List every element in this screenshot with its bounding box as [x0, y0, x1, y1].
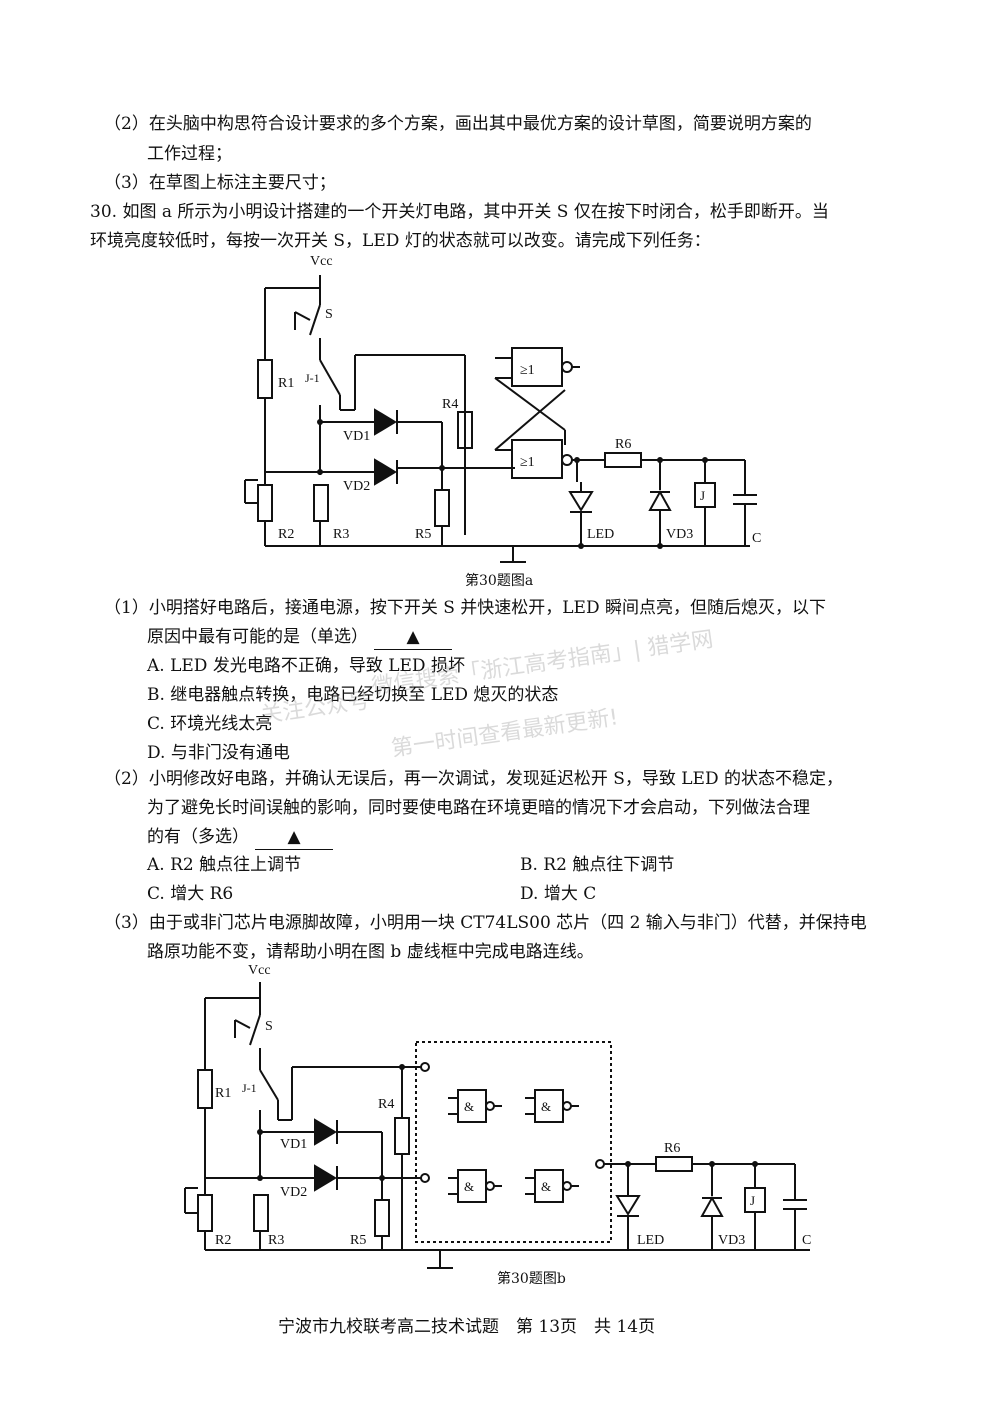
label-led: LED	[587, 527, 614, 542]
nand-gate-1: &	[464, 1099, 474, 1114]
sub2-line2: 为了避免长时间误触的影响，同时要使电路在环境更暗的情况下才会启动，下列做法合理	[147, 798, 810, 818]
nand-gate-4: &	[541, 1179, 551, 1194]
label-r5-b: R5	[350, 1233, 366, 1248]
sub1-option-a: A. LED 发光电路不正确，导致 LED 损坏	[147, 656, 465, 676]
nand-gate-3: &	[464, 1179, 474, 1194]
item2-line1: （2）在头脑中构思符合设计要求的多个方案，画出其中最优方案的设计草图，简要说明方…	[104, 114, 812, 134]
sub3-line2: 路原功能不变，请帮助小明在图 b 虚线框中完成电路连线。	[147, 942, 594, 962]
answer-blank-1: ▲	[374, 625, 452, 650]
label-s-b: S	[265, 1019, 273, 1034]
label-r4-b: R4	[378, 1097, 394, 1112]
label-r5: R5	[415, 527, 431, 542]
circuit-figure-a: Vcc S R1 J-1 R4 VD1 VD2 R2 R3 R5 ≥1 ≥1 R…	[244, 254, 761, 563]
label-vcc: Vcc	[310, 254, 333, 269]
label-r6: R6	[615, 437, 631, 452]
label-j1-b: J-1	[242, 1081, 257, 1095]
label-s: S	[325, 307, 333, 322]
label-c-b: C	[802, 1233, 811, 1248]
sub2-option-a: A. R2 触点往上调节	[147, 855, 302, 875]
label-r1-b: R1	[215, 1086, 231, 1101]
label-r3-b: R3	[268, 1233, 284, 1248]
label-r1: R1	[278, 376, 294, 391]
label-vd3: VD3	[666, 527, 693, 542]
sub1-line1: （1）小明搭好电路后，接通电源，按下开关 S 并快速松开，LED 瞬间点亮，但随…	[104, 598, 827, 618]
sub1-line2: 原因中最有可能的是（单选）▲	[147, 625, 452, 650]
label-vd2: VD2	[343, 479, 370, 494]
label-vd1-b: VD1	[280, 1137, 307, 1152]
label-c: C	[752, 531, 761, 546]
sub1-option-b: B. 继电器触点转换，电路已经切换至 LED 熄灭的状态	[147, 685, 559, 705]
watermark-line-2: 第一时间查看最新更新!	[389, 705, 620, 762]
label-r3: R3	[333, 527, 349, 542]
q30-stem-line1: 30. 如图 a 所示为小明设计搭建的一个开关灯电路，其中开关 S 仅在按下时闭…	[90, 202, 829, 222]
item3-line: （3）在草图上标注主要尺寸；	[104, 173, 336, 193]
sub1-option-c: C. 环境光线太亮	[147, 714, 273, 734]
page-footer: 宁波市九校联考高二技术试题 第 13页 共 14页	[278, 1317, 656, 1337]
label-j: J	[700, 488, 705, 503]
sub2-option-c: C. 增大 R6	[147, 884, 234, 904]
nand-gate-2: &	[541, 1099, 551, 1114]
figure-a-caption: 第30题图a	[465, 573, 534, 589]
nor-gate-2: ≥1	[520, 455, 535, 470]
label-vd2-b: VD2	[280, 1185, 307, 1200]
label-vd3-b: VD3	[718, 1233, 745, 1248]
sub2-line3: 的有（多选）▲	[147, 825, 333, 850]
answer-blank-2: ▲	[255, 825, 333, 850]
sub1-option-d: D. 与非门没有通电	[147, 743, 290, 763]
nor-gate-1: ≥1	[520, 363, 535, 378]
label-r2: R2	[278, 527, 294, 542]
label-vcc-b: Vcc	[248, 963, 271, 978]
item2-line2: 工作过程；	[147, 144, 232, 164]
label-led-b: LED	[637, 1233, 664, 1248]
label-vd1: VD1	[343, 429, 370, 444]
figure-b-caption: 第30题图b	[497, 1271, 566, 1287]
label-r2-b: R2	[215, 1233, 231, 1248]
q30-stem-line2: 环境亮度较低时，每按一次开关 S，LED 灯的状态就可以改变。请完成下列任务：	[90, 231, 711, 251]
label-j-b: J	[750, 1193, 755, 1208]
label-r6-b: R6	[664, 1141, 680, 1156]
sub3-line1: （3）由于或非门芯片电源脚故障，小明用一块 CT74LS00 芯片（四 2 输入…	[104, 913, 867, 933]
circuit-figure-b: Vcc S R1 J-1 R4 VD1 VD2 R2 R3 R5 & & & &…	[184, 963, 811, 1269]
sub2-option-b: B. R2 触点往下调节	[520, 855, 675, 875]
label-r4: R4	[442, 397, 458, 412]
label-j1: J-1	[305, 371, 320, 385]
sub2-line1: （2）小明修改好电路，并确认无误后，再一次调试，发现延迟松开 S，导致 LED …	[104, 769, 844, 789]
sub2-option-d: D. 增大 C	[520, 884, 597, 904]
